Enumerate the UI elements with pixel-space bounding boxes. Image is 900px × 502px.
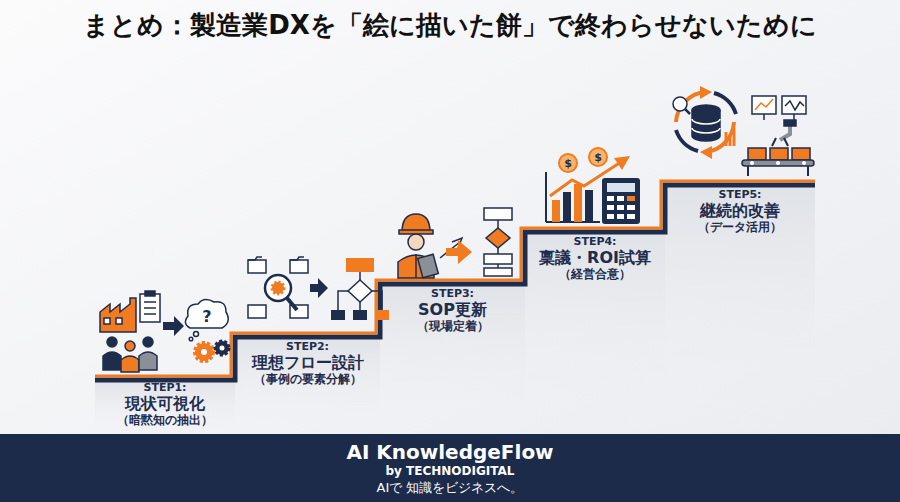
- step-title: SOP更新: [380, 300, 525, 319]
- step-number: STEP4:: [525, 235, 665, 248]
- step-label: STEP5:継続的改善（データ活用）: [665, 188, 815, 235]
- step-number: STEP3:: [380, 287, 525, 300]
- brand-name: AI KnowledgeFlow: [0, 434, 900, 464]
- step5-icons: [673, 86, 814, 176]
- step-label: STEP3:SOP更新（現場定着）: [380, 287, 525, 334]
- step-subtitle: （現場定着）: [380, 319, 525, 333]
- step-title: 継続的改善: [665, 201, 815, 220]
- step-number: STEP2:: [235, 340, 380, 353]
- coin-symbol: $: [594, 151, 602, 164]
- title: まとめ：製造業DXを「絵に描いた餅」で終わらせないために: [0, 8, 900, 43]
- step4-icons: [546, 148, 640, 224]
- step1-icons: [100, 291, 229, 372]
- stair-accent: [95, 181, 815, 376]
- step-label: STEP4:稟議・ROI試算（経営合意）: [525, 235, 665, 282]
- tagline: AIで 知識をビジネスへ。: [0, 480, 900, 497]
- stair-faces: [95, 185, 815, 434]
- step-number: STEP5:: [665, 188, 815, 201]
- coin-symbol: $: [564, 157, 572, 170]
- step-label: STEP2:理想フロー設計（事例の要素分解）: [235, 340, 380, 387]
- step-subtitle: （暗黙知の抽出）: [95, 413, 235, 427]
- step-title: 現状可視化: [95, 394, 235, 413]
- stair-line: [95, 185, 815, 380]
- step2-icons: [248, 257, 389, 320]
- brand-byline: by TECHNODIGITAL: [0, 464, 900, 480]
- step-number: STEP1:: [95, 381, 235, 394]
- step-subtitle: （経営合意）: [525, 267, 665, 281]
- step-subtitle: （データ活用）: [665, 220, 815, 234]
- footer-band: AI KnowledgeFlowby TECHNODIGITALAIで 知識をビ…: [0, 434, 900, 502]
- step-subtitle: （事例の要素分解）: [235, 372, 380, 386]
- step-label: STEP1:現状可視化（暗黙知の抽出）: [95, 381, 235, 428]
- question-mark: ?: [202, 307, 211, 326]
- step-title: 稟議・ROI試算: [525, 248, 665, 267]
- step-title: 理想フロー設計: [235, 353, 380, 372]
- step3-icons: [398, 208, 512, 278]
